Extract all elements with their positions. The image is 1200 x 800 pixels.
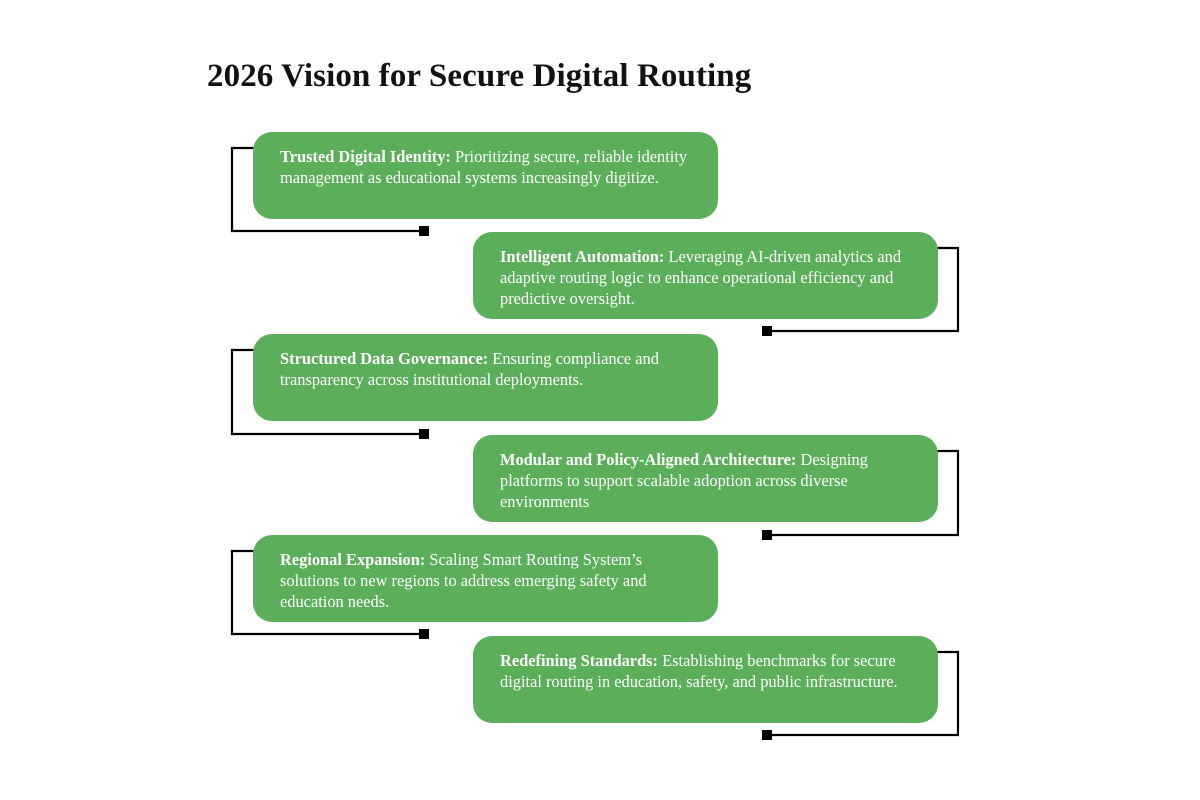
node-lead: Redefining Standards: [500, 651, 659, 670]
node-detail: Prioritizing secure, reliable identity m… [280, 147, 688, 188]
node-intelligent-automation[interactable]: Intelligent Automation: Leveraging AI-dr… [473, 232, 938, 319]
node-lead: Regional Expansion: [280, 550, 426, 569]
connector-endcap-3 [419, 429, 429, 439]
connector-3 [230, 348, 419, 436]
node-detail: Ensuring compliance and transparency acr… [280, 349, 659, 390]
connector-endcap-5 [419, 629, 429, 639]
node-text: Intelligent Automation: Leveraging AI-dr… [500, 246, 912, 310]
connector-1 [230, 146, 419, 233]
connector-6 [772, 650, 960, 737]
node-trusted-digital-identity[interactable]: Trusted Digital Identity: Prioritizing s… [253, 132, 718, 219]
node-structured-data-governance[interactable]: Structured Data Governance: Ensuring com… [253, 334, 718, 421]
node-redefining-standards[interactable]: Redefining Standards: Establishing bench… [473, 636, 938, 723]
node-detail: Designing platforms to support scalable … [500, 450, 868, 512]
node-detail: Establishing benchmarks for secure digit… [500, 651, 898, 692]
node-lead: Trusted Digital Identity: [280, 147, 451, 166]
node-text: Modular and Policy-Aligned Architecture:… [500, 449, 912, 513]
connector-2 [772, 246, 960, 333]
page-title: 2026 Vision for Secure Digital Routing [207, 58, 752, 94]
node-detail: Scaling Smart Routing System’s solutions… [280, 550, 647, 612]
node-regional-expansion[interactable]: Regional Expansion: Scaling Smart Routin… [253, 535, 718, 622]
connector-4 [772, 449, 960, 537]
node-modular-policy-aligned-architecture[interactable]: Modular and Policy-Aligned Architecture:… [473, 435, 938, 522]
connector-5 [230, 549, 419, 636]
node-text: Regional Expansion: Scaling Smart Routin… [280, 549, 692, 613]
node-lead: Structured Data Governance: [280, 349, 489, 368]
node-lead: Modular and Policy-Aligned Architecture: [500, 450, 797, 469]
node-text: Structured Data Governance: Ensuring com… [280, 348, 692, 390]
node-lead: Intelligent Automation: [500, 247, 665, 266]
connector-endcap-6 [762, 730, 772, 740]
connector-endcap-4 [762, 530, 772, 540]
connector-endcap-2 [762, 326, 772, 336]
node-text: Trusted Digital Identity: Prioritizing s… [280, 146, 692, 188]
connector-endcap-1 [419, 226, 429, 236]
node-text: Redefining Standards: Establishing bench… [500, 650, 912, 692]
node-detail: Leveraging AI-driven analytics and adapt… [500, 247, 902, 309]
